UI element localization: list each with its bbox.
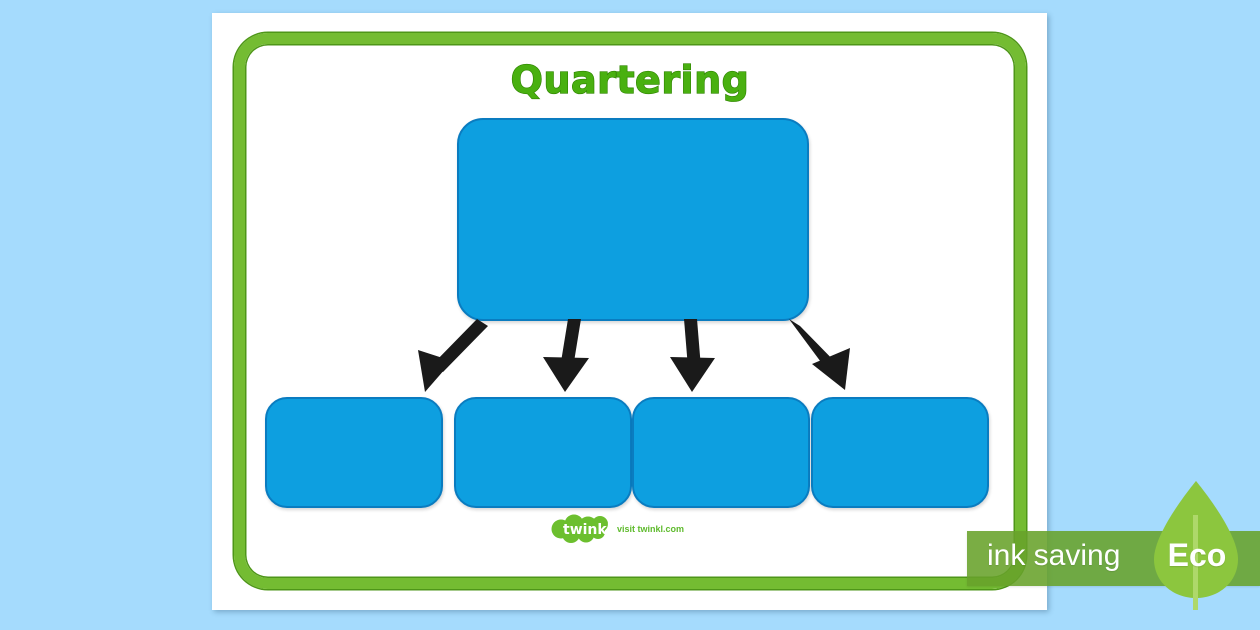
twinkl-tagline: visit twinkl.com (617, 524, 684, 534)
eco-label: Eco (1167, 537, 1227, 573)
page-border-frame (234, 33, 1026, 589)
twinkl-cloud-icon (551, 514, 608, 543)
quarter-box-2[interactable] (454, 397, 632, 508)
quarter-box-1[interactable] (265, 397, 443, 508)
leaf-icon (1154, 481, 1238, 610)
whole-amount-box[interactable] (457, 118, 809, 321)
ink-saving-label: ink saving (987, 539, 1121, 572)
twinkl-wordmark: twinkl (563, 522, 612, 538)
twinkl-logo[interactable]: twinkl visit twinkl.com (543, 513, 703, 543)
quarter-box-4[interactable] (811, 397, 989, 508)
quarter-box-3[interactable] (632, 397, 810, 508)
page-title: Quartering (510, 58, 750, 102)
